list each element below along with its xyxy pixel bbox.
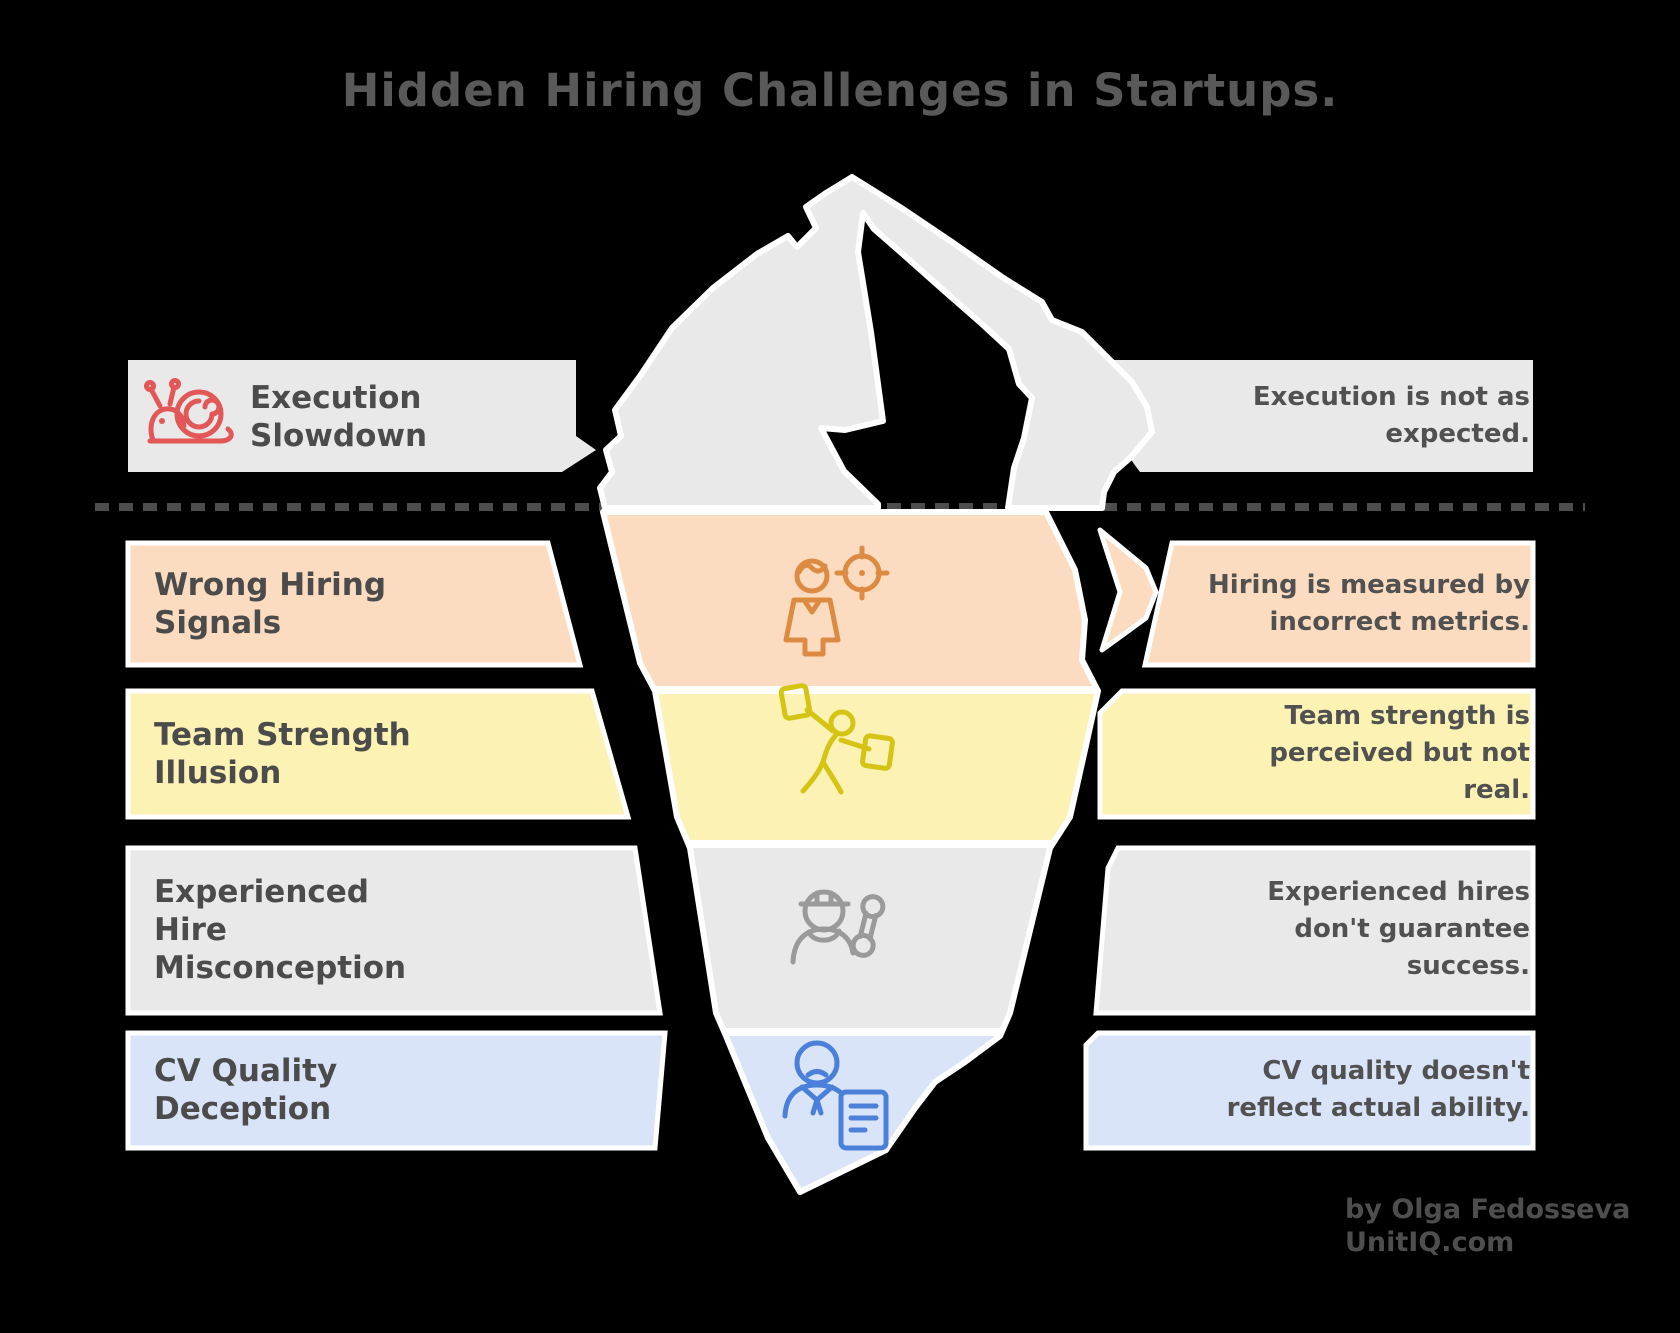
iceberg-below-water-outline — [600, 509, 1101, 1195]
iceberg-spur-chevron — [1097, 527, 1159, 653]
label-wrong-hiring-signals: Wrong Hiring Signals — [154, 567, 387, 641]
band-right-cv-quality — [1083, 1030, 1536, 1151]
band-right-experienced-hire — [1093, 845, 1536, 1016]
band-left-wrong-hiring — [125, 540, 584, 668]
label-experienced-hire-misconception: Experienced Hire Misconception — [154, 874, 407, 986]
band-right-wrong-hiring — [1141, 540, 1536, 668]
target-person-icon — [783, 545, 890, 657]
band-left-execution — [128, 360, 596, 472]
band-left-team-strength — [125, 688, 632, 820]
label-cv-quality-deception: CV Quality Deception — [154, 1053, 338, 1127]
label-execution-slowdown: Execution Slowdown — [250, 380, 428, 454]
iceberg-above-water — [597, 174, 1155, 511]
label-team-strength-illusion: Team Strength Illusion — [154, 717, 411, 791]
snail-icon — [144, 378, 234, 444]
semaphore-person-icon — [778, 683, 895, 795]
description-team-strength-illusion: Team strength is perceived but not real. — [1269, 701, 1530, 805]
band-left-experienced-hire — [125, 845, 663, 1016]
credit-site: UnitIQ.com — [1345, 1227, 1515, 1258]
credit-byline: by Olga Fedosseva UnitIQ.com — [1345, 1193, 1630, 1259]
description-cv-quality-deception: CV quality doesn't reflect actual abilit… — [1226, 1056, 1530, 1123]
description-execution-slowdown: Execution is not as expected. — [1252, 382, 1530, 449]
description-wrong-hiring-signals: Hiring is measured by incorrect metrics. — [1208, 570, 1530, 637]
band-right-execution — [1084, 360, 1533, 472]
credit-author: by Olga Fedosseva — [1345, 1194, 1631, 1225]
description-experienced-hire-misconception: Experienced hires don't guarantee succes… — [1267, 877, 1530, 981]
cv-person-document-icon — [782, 1040, 889, 1151]
page-title: Hidden Hiring Challenges in Startups. — [341, 64, 1339, 117]
band-right-team-strength — [1097, 688, 1536, 820]
band-left-cv-quality — [125, 1030, 668, 1151]
worker-wrench-icon — [790, 889, 886, 965]
iceberg-band-orange — [603, 512, 1098, 686]
